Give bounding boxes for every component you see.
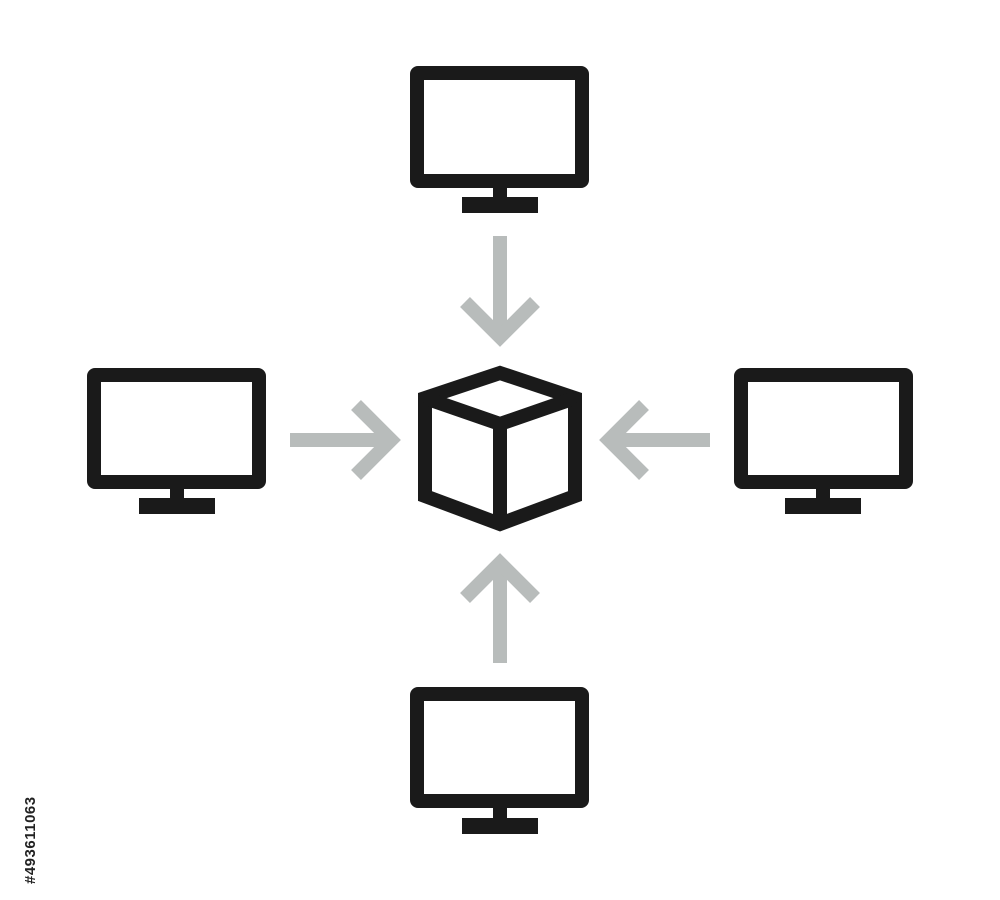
monitor-right-icon bbox=[734, 368, 913, 514]
arrow-up-icon bbox=[460, 553, 540, 663]
stock-id-watermark: #493611063 bbox=[22, 796, 39, 884]
monitor-left-screen bbox=[87, 368, 266, 489]
monitor-right-neck bbox=[816, 487, 830, 499]
cube-inner-edges bbox=[422, 391, 578, 432]
monitor-top-icon bbox=[410, 66, 589, 213]
monitor-left-icon bbox=[87, 368, 266, 514]
monitor-right-base bbox=[785, 498, 861, 514]
arrow-down-icon bbox=[460, 236, 540, 347]
monitor-top-screen bbox=[410, 66, 589, 188]
monitor-bottom-base bbox=[462, 818, 538, 834]
cube-icon bbox=[418, 365, 582, 532]
arrow-left-icon bbox=[599, 400, 710, 480]
monitor-top-neck bbox=[493, 186, 507, 198]
monitor-top-base bbox=[462, 197, 538, 213]
monitor-bottom-icon bbox=[410, 687, 589, 834]
monitor-right-screen bbox=[734, 368, 913, 489]
arrow-right-icon bbox=[290, 400, 401, 480]
monitor-bottom-neck bbox=[493, 806, 507, 818]
monitor-left-neck bbox=[170, 487, 184, 499]
monitor-left-base bbox=[139, 498, 215, 514]
monitor-bottom-screen bbox=[410, 687, 589, 808]
